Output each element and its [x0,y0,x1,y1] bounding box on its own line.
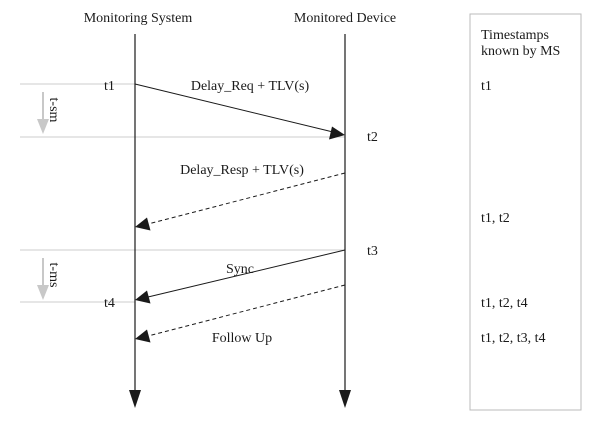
delay-req-arrowhead [329,126,345,140]
known-box-title-line1: Timestamps [481,28,549,43]
sync-arrowhead [135,290,151,304]
known-list-3: t1, t2, t4 [481,296,528,311]
delay-req-arrow [134,83,334,133]
follow-up-label: Follow Up [212,331,272,346]
known-list-4: t1, t2, t3, t4 [481,331,546,346]
known-list-2: t1, t2 [481,211,510,226]
known-box-title-line2: known by MS [481,44,560,59]
interval-t-sm-arrowhead [37,119,49,134]
delay-req-label: Delay_Req + TLV(s) [191,79,310,94]
timestamp-label-t2: t2 [367,130,378,145]
delay-resp-label: Delay_Resp + TLV(s) [180,163,304,178]
lifeline-monitoring-system-arrowhead [129,390,141,408]
lifeline-monitored-device-arrowhead [339,390,351,408]
follow-up-arrow [147,284,346,337]
known-timestamps-box [469,13,582,411]
known-list-1: t1 [481,79,492,94]
sync-label: Sync [226,262,254,277]
delay-resp-arrow [147,172,346,225]
timestamp-label-t1: t1 [104,79,115,94]
interval-t-ms-label: t-ms [46,263,61,288]
participant-monitored-device: Monitored Device [294,11,396,26]
delay-resp-arrowhead [135,217,151,231]
interval-t-ms-arrowhead [37,285,49,300]
interval-t-sm-label: t-sm [46,98,61,123]
sync-arrow [147,249,346,298]
participant-monitoring-system: Monitoring System [84,11,193,26]
timestamp-label-t3: t3 [367,244,378,259]
timestamp-label-t4: t4 [104,296,115,311]
follow-up-arrowhead [135,329,151,343]
